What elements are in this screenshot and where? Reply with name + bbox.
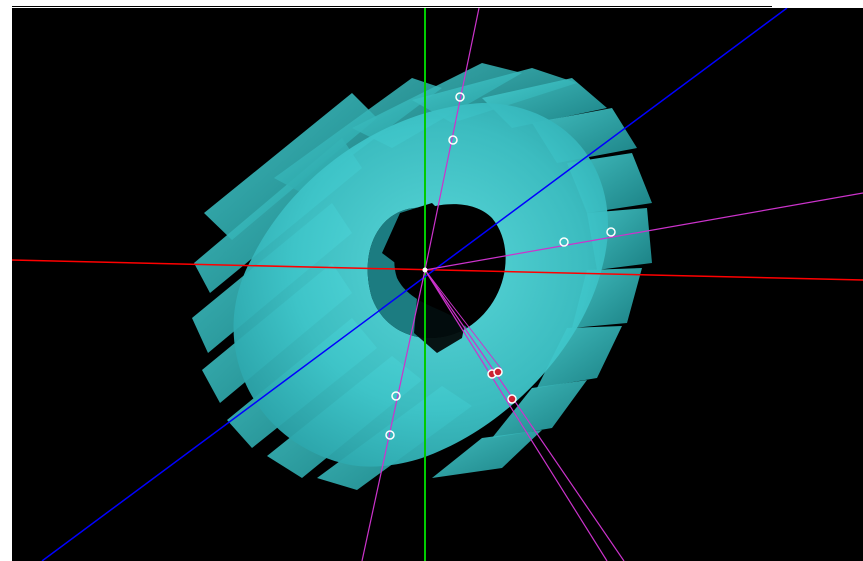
track-line <box>424 192 863 271</box>
hit-marker <box>559 237 569 247</box>
coordinate-axes <box>12 8 863 561</box>
top-bar-line <box>12 6 772 7</box>
z-axis-line <box>41 8 788 561</box>
inner-cylinder-face <box>233 103 609 467</box>
detector-scene[interactable] <box>12 8 863 561</box>
barrel-slat <box>432 430 542 478</box>
top-bar <box>0 0 863 8</box>
hit-marker <box>507 394 517 404</box>
track-line <box>424 269 625 561</box>
track-line <box>424 269 503 371</box>
hit-marker <box>493 367 503 377</box>
barrel-slat <box>492 380 587 438</box>
hit-marker <box>448 135 458 145</box>
particle-tracks <box>361 8 863 561</box>
x-axis-line <box>12 259 863 281</box>
vertex-marker <box>422 267 428 273</box>
detector-hits <box>385 92 616 440</box>
track-line <box>361 269 426 561</box>
hit-marker <box>385 430 395 440</box>
hit-marker <box>606 227 616 237</box>
3d-viewport[interactable] <box>12 8 863 561</box>
barrel-slat <box>537 326 622 388</box>
hit-marker <box>455 92 465 102</box>
track-line <box>424 269 608 561</box>
hit-marker <box>391 391 401 401</box>
track-line <box>424 8 480 271</box>
